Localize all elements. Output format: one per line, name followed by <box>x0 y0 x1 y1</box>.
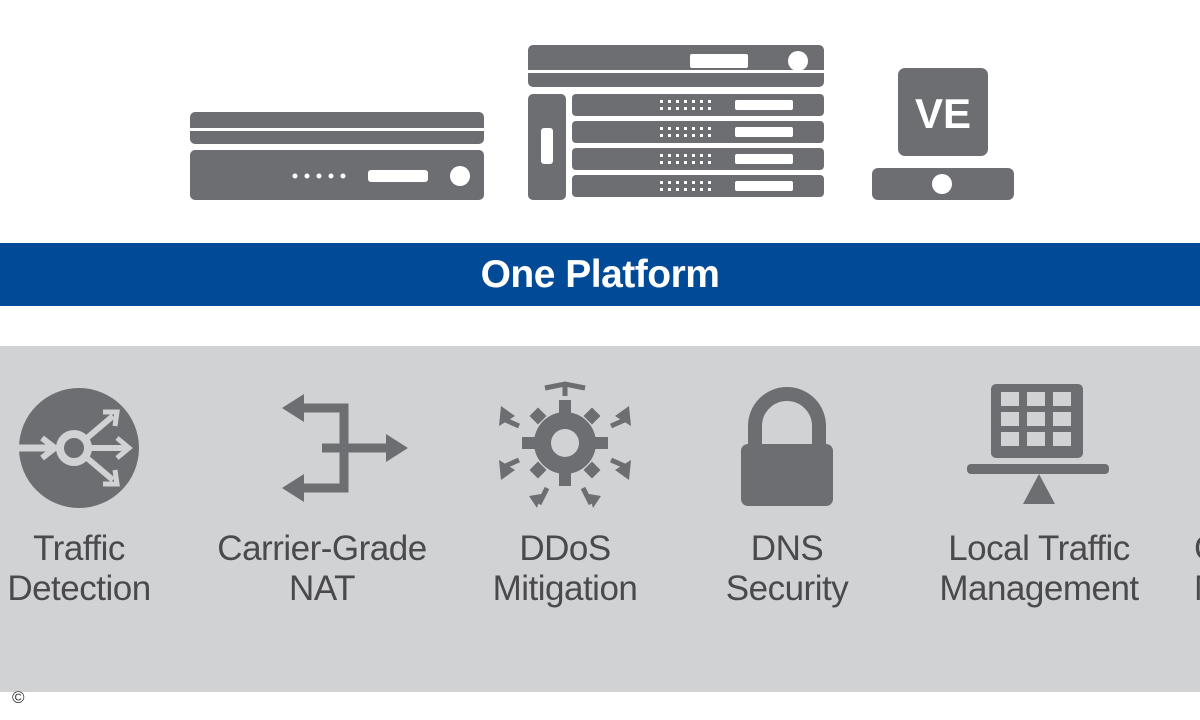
service-label-line2: M <box>1194 569 1200 609</box>
ddos-burst-icon <box>499 381 631 508</box>
hardware-row: VE <box>190 45 1014 200</box>
network-arrows-icon <box>282 394 408 502</box>
service-local-traffic-management: Local Traffic Management <box>889 346 1189 692</box>
service-traffic-detection: Traffic Detection <box>0 346 229 692</box>
services-panel: Traffic Detection Carrier-Grade NAT <box>0 346 1200 692</box>
copyright-mark: © <box>12 688 25 707</box>
service-label-line2: NAT <box>289 569 355 608</box>
load-balancer-icon <box>967 384 1109 504</box>
service-label-line1: G <box>1194 529 1200 569</box>
rack-appliance-1u-icon <box>190 112 484 200</box>
service-label-line1: Local Traffic <box>948 529 1130 568</box>
platform-label: One Platform <box>480 252 720 296</box>
service-label-line2: Management <box>939 569 1139 608</box>
service-label-line1: Carrier-Grade <box>217 529 427 568</box>
service-carrier-grade-nat: Carrier-Grade NAT <box>172 346 472 692</box>
lock-icon <box>741 387 833 506</box>
service-dns-security: DNS Security <box>637 346 937 692</box>
service-label-line1: DDoS <box>519 529 611 568</box>
service-ddos-mitigation: DDoS Mitigation <box>415 346 715 692</box>
service-label-line2: Detection <box>7 569 151 608</box>
virtual-edition-icon: VE <box>872 68 1014 200</box>
service-label-line1: DNS <box>750 529 824 568</box>
ve-label: VE <box>915 90 971 137</box>
platform-band: One Platform <box>0 243 1200 306</box>
traffic-detection-icon <box>19 388 139 508</box>
service-label-line1: Traffic <box>33 529 125 568</box>
service-label-line2: Mitigation <box>492 569 638 608</box>
chassis-blade-icon <box>528 45 824 200</box>
service-partial: G M <box>1194 346 1200 692</box>
service-label-line2: Security <box>725 569 849 608</box>
